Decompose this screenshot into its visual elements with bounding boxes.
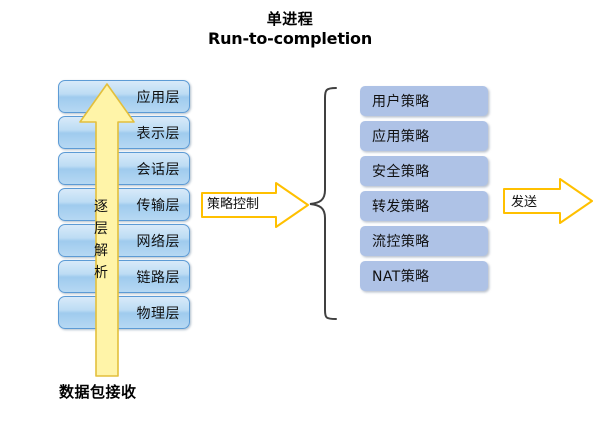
policy-list-item[interactable]: 转发策略 [360, 191, 488, 221]
policy-list-item[interactable]: 安全策略 [360, 156, 488, 186]
policy-label: 流控策略 [372, 234, 430, 250]
policy-label: 安全策略 [372, 164, 430, 180]
policy-label: 用户策略 [372, 94, 430, 110]
osi-layer-box: 网络层 [58, 224, 190, 257]
up-arrow-label-char: 解 [94, 243, 108, 259]
title-line-english: Run-to-completion [207, 28, 373, 48]
packet-receive-label: 数据包接收 [59, 383, 137, 401]
osi-layer-box: 应用层 [58, 80, 190, 113]
policy-label: NAT策略 [372, 269, 430, 285]
policy-list-item[interactable]: 用户策略 [360, 86, 488, 116]
title-line-chinese: 单进程 [266, 10, 314, 28]
osi-layer-label: 物理层 [136, 305, 180, 322]
policy-control-label: 策略控制 [207, 197, 260, 212]
policy-list-item[interactable]: 流控策略 [360, 226, 488, 256]
curly-brace-icon [308, 86, 338, 321]
up-arrow-label: 逐 层 解 析 [89, 196, 113, 284]
osi-layer-label: 传输层 [136, 197, 180, 214]
osi-layer-box: 链路层 [58, 260, 190, 293]
osi-layer-label: 表示层 [136, 125, 180, 142]
send-arrow-icon [502, 177, 594, 225]
osi-layer-box: 物理层 [58, 296, 190, 329]
osi-layer-label: 链路层 [136, 269, 180, 286]
osi-layer-label: 网络层 [136, 233, 180, 250]
up-arrow-label-char: 析 [94, 265, 108, 281]
diagram-title: 单进程 Run-to-completion [150, 10, 430, 49]
send-label: 发送 [511, 195, 538, 210]
policy-label: 转发策略 [372, 199, 430, 215]
osi-layer-box: 传输层 [58, 188, 190, 221]
up-arrow-label-char: 层 [94, 221, 108, 237]
osi-layer-stack: 应用层 表示层 会话层 传输层 网络层 链路层 物理层 [58, 80, 190, 332]
policy-label: 应用策略 [372, 129, 430, 145]
osi-layer-label: 应用层 [136, 89, 180, 106]
policy-list-item[interactable]: NAT策略 [360, 261, 488, 291]
up-arrow-label-char: 逐 [94, 199, 108, 215]
osi-layer-box: 会话层 [58, 152, 190, 185]
policy-control-arrow-icon [200, 181, 310, 229]
policy-list-item[interactable]: 应用策略 [360, 121, 488, 151]
policy-list: 用户策略 应用策略 安全策略 转发策略 流控策略 NAT策略 [360, 86, 488, 296]
osi-layer-label: 会话层 [136, 161, 180, 178]
osi-layer-box: 表示层 [58, 116, 190, 149]
